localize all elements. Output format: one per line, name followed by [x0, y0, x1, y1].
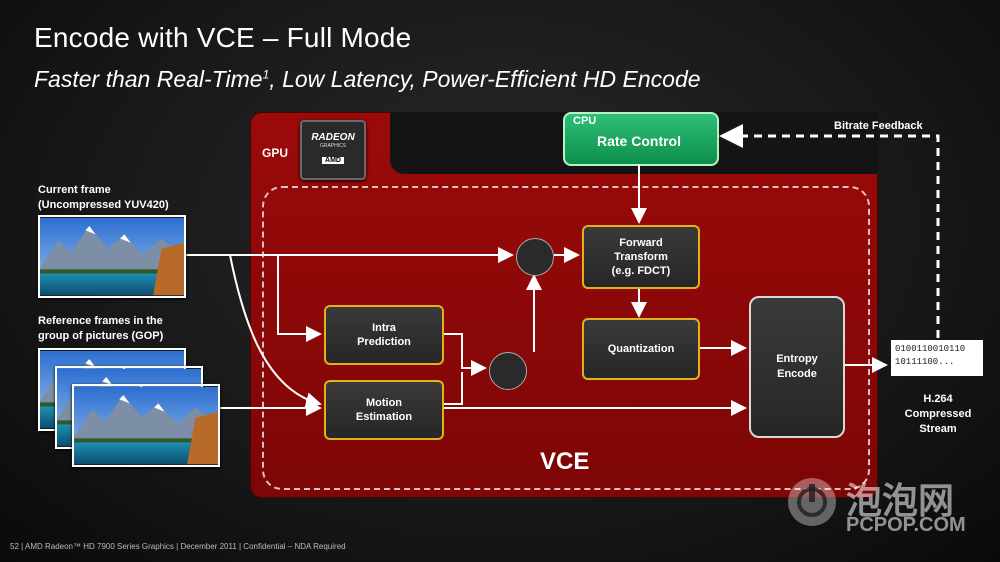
current-frame-label-1: Current frame: [38, 184, 111, 196]
radeon-logo-text: RADEON: [311, 132, 355, 143]
vce-label: VCE: [540, 448, 590, 475]
output-label-1: H.264: [923, 393, 953, 405]
slide-footer: 52 | AMD Radeon™ HD 7900 Series Graphics…: [10, 542, 346, 551]
entropy-label-2: Encode: [777, 368, 817, 380]
bitrate-feedback-arrow: [719, 124, 940, 338]
motion-label-1: Motion: [365, 397, 403, 409]
rate-control-label: Rate Control: [597, 133, 681, 149]
radeon-logo: RADEON GRAPHICS AMD: [300, 120, 366, 180]
sum-node-lower: [489, 352, 527, 390]
watermark-text: 泡泡网: [846, 480, 955, 521]
forward-label-3: (e.g. FDCT): [611, 265, 671, 277]
slide-subtitle: Faster than Real-Time1, Low Latency, Pow…: [34, 66, 701, 93]
compressed-bitstream: 0100110010110 10111100...: [891, 340, 983, 376]
forward-label-1: Forward: [619, 237, 663, 249]
sum-node-upper: [516, 238, 554, 276]
motion-label-2: Estimation: [355, 411, 413, 423]
arrow-current-to-motion: [229, 254, 322, 409]
cpu-label: CPU: [573, 115, 597, 127]
bitstream-line-2: 10111100...: [895, 357, 955, 367]
amd-logo-text: AMD: [322, 157, 344, 164]
output-label-2: Compressed: [904, 408, 972, 420]
intra-label-2: Prediction: [357, 336, 411, 348]
entropy-label-1: Entropy: [776, 353, 818, 365]
output-stream-label: H.264 Compressed Stream: [896, 392, 980, 437]
slide-title: Encode with VCE – Full Mode: [34, 22, 412, 53]
quantization-label: Quantization: [607, 343, 675, 355]
vce-boundary: [262, 186, 870, 490]
arrow-intra-to-circle: [440, 333, 487, 376]
reference-frame-image-3: [72, 384, 220, 467]
subtitle-text: Faster than Real-Time: [34, 66, 263, 92]
reference-frames-label: Reference frames in the group of picture…: [38, 314, 163, 344]
gpu-label: GPU: [262, 146, 289, 160]
bitrate-feedback-label: Bitrate Feedback: [834, 120, 923, 132]
arrow-motion-to-circle: [440, 372, 463, 405]
forward-label-2: Transform: [614, 251, 668, 263]
output-label-3: Stream: [919, 423, 957, 435]
subtitle-footnote: 1: [262, 67, 270, 82]
intra-label-1: Intra: [372, 322, 396, 334]
cpu-rate-control-block: [563, 112, 719, 166]
current-frame-label: Current frame (Uncompressed YUV420): [38, 183, 169, 213]
bitstream-line-1: 0100110010110: [895, 344, 966, 354]
subtitle-rest: , Low Latency, Power-Efficient HD Encode: [269, 66, 701, 92]
watermark-power-icon: [788, 478, 836, 526]
quantization-block: Quantization: [582, 318, 700, 380]
current-frame-image: [38, 215, 186, 298]
radeon-logo-subtext: GRAPHICS: [319, 143, 347, 149]
arrow-to-intra: [277, 255, 322, 342]
reference-label-1: Reference frames in the: [38, 315, 163, 327]
current-frame-label-2: (Uncompressed YUV420): [38, 199, 169, 211]
watermark-site: PCPOP.COM: [846, 514, 966, 536]
reference-label-2: group of pictures (GOP): [38, 330, 164, 342]
